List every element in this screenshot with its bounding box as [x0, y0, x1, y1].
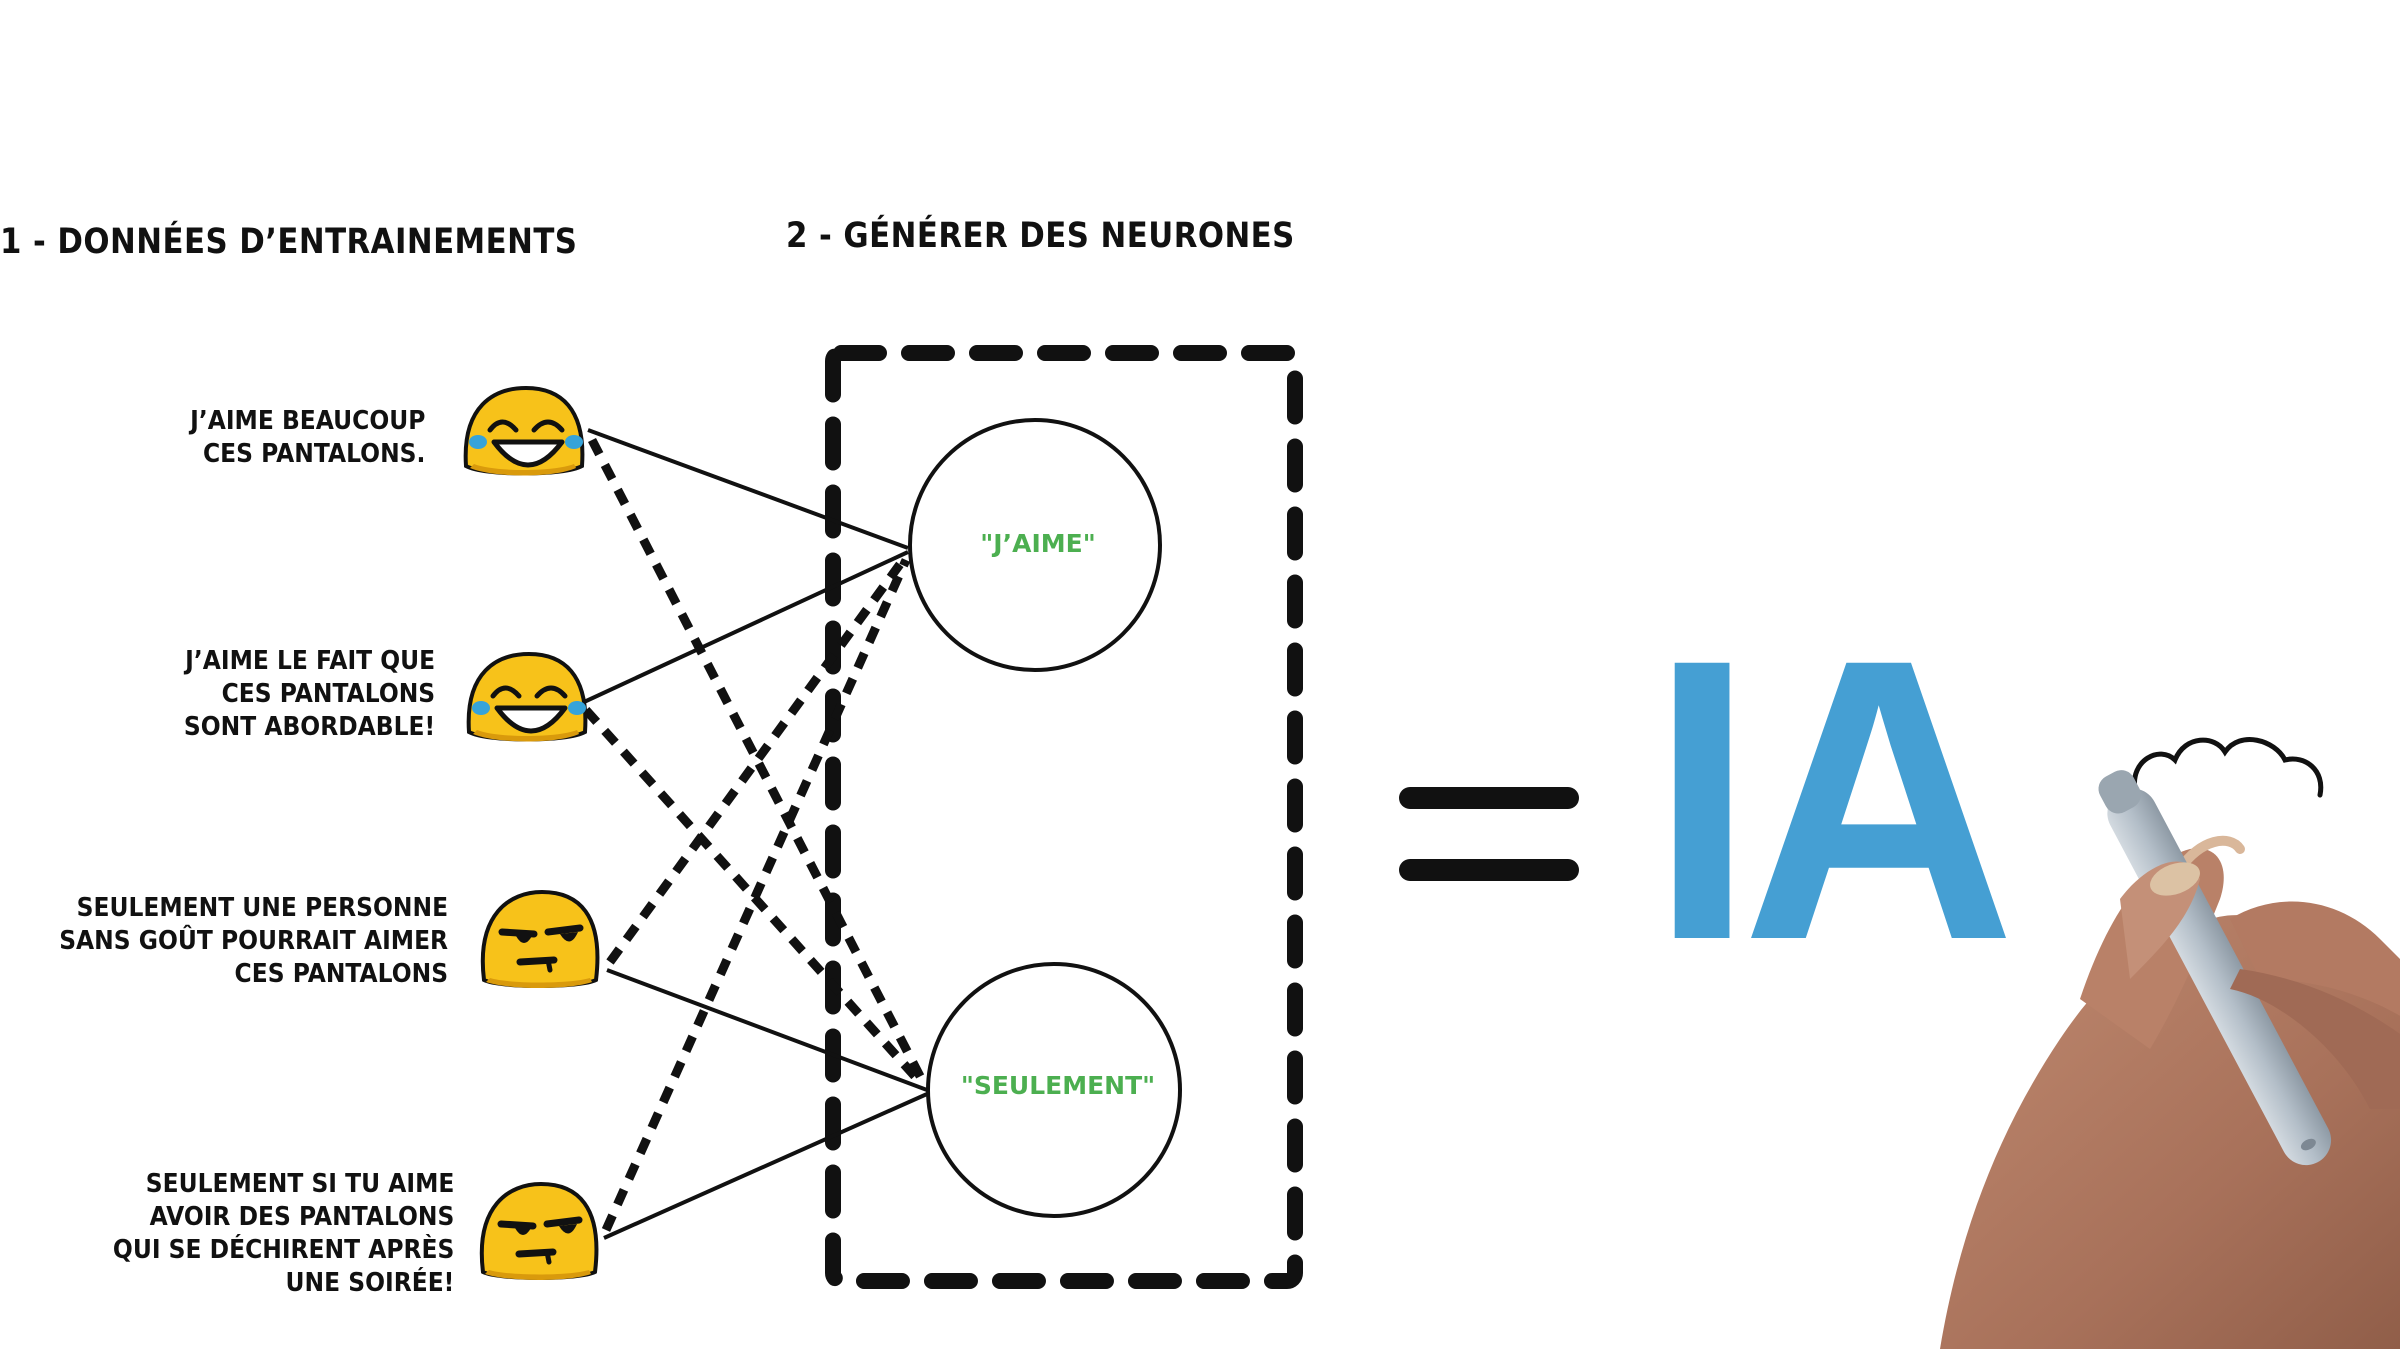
- sample-caption: SEULEMENT SI TU AIME AVOIR DES PANTALONS…: [113, 1168, 454, 1300]
- unamused-emoji: [483, 892, 598, 988]
- caption-line: AVOIR DES PANTALONS: [149, 1202, 454, 1232]
- caption-line: CES PANTALONS: [221, 679, 435, 709]
- caption-line: J’AIME BEAUCOUP: [189, 406, 425, 436]
- tears-of-joy-emoji: [469, 654, 586, 742]
- tears-of-joy-emoji: [466, 388, 583, 476]
- hand-icon: [1940, 915, 2400, 1349]
- hidden-layer-box: [825, 345, 1303, 1289]
- caption-line: CES PANTALONS: [234, 959, 448, 989]
- neuron-jaime-label: "J’AIME": [980, 529, 1095, 558]
- unamused-emoji: [482, 1184, 597, 1280]
- connection-dotted: [601, 558, 911, 1232]
- thought-cloud-outline: [2132, 737, 2324, 798]
- neuron-seulement-label: "SEULEMENT": [961, 1071, 1155, 1100]
- hand-holding-marker: [1940, 770, 2400, 1349]
- caption-line: CES PANTALONS.: [202, 439, 425, 469]
- sample-caption: SEULEMENT UNE PERSONNE SANS GOÛT POURRAI…: [59, 892, 448, 991]
- sample-caption: J’AIME LE FAIT QUE CES PANTALONS SONT AB…: [184, 645, 435, 744]
- caption-line: J’AIME LE FAIT QUE: [185, 646, 435, 676]
- equals-sign: [1399, 787, 1579, 881]
- neuron-seulement: [926, 962, 1182, 1218]
- caption-line: SEULEMENT SI TU AIME: [145, 1169, 454, 1199]
- neuron-jaime: [908, 418, 1162, 672]
- ia-label: IA: [1649, 576, 2016, 1023]
- connection-dotted: [588, 437, 926, 1083]
- caption-line: SEULEMENT UNE PERSONNE: [76, 893, 448, 923]
- connection-solid: [587, 428, 909, 550]
- connection-solid: [603, 1092, 928, 1240]
- caption-line: UNE SOIRÉE!: [285, 1268, 454, 1298]
- heading-generate-neurons: 2 - GÉNÉRER DES NEURONES: [786, 216, 1295, 256]
- connections: [582, 428, 928, 1240]
- heading-training-data: 1 - DONNÉES D’ENTRAINEMENTS: [0, 222, 578, 262]
- connection-solid: [606, 968, 928, 1092]
- caption-line: SANS GOÛT POURRAIT AIMER: [59, 926, 448, 956]
- connection-solid: [583, 550, 909, 704]
- caption-line: QUI SE DÉCHIRENT APRÈS: [112, 1235, 454, 1265]
- caption-line: SONT ABORDABLE!: [183, 712, 435, 742]
- sample-caption: J’AIME BEAUCOUP CES PANTALONS.: [190, 405, 425, 471]
